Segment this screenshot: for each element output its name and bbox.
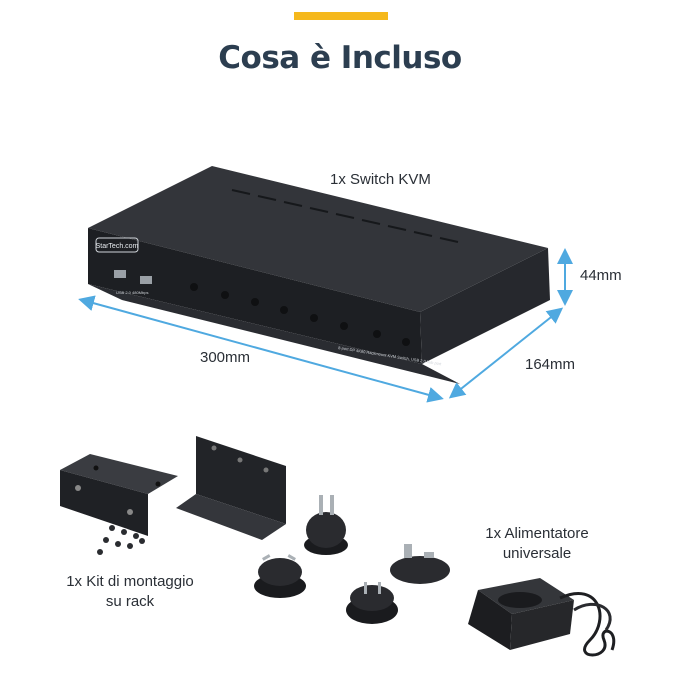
width-dimension-arrow [78, 295, 444, 403]
usb-port-label: USB 2.0 480Mbps [116, 290, 148, 295]
us-plug-adapter-image [346, 582, 398, 624]
eu-plug-adapter-image [304, 495, 348, 555]
usb-port-2[interactable] [140, 276, 152, 284]
au-plug-adapter-image [254, 554, 306, 598]
rack-bracket-left-image [60, 454, 178, 536]
port-button-7[interactable] [373, 330, 381, 338]
depth-dimension-arrow [448, 307, 564, 399]
page-title: Cosa è Incluso [218, 40, 462, 76]
port-button-8[interactable] [402, 338, 410, 346]
port-button-4[interactable] [280, 306, 288, 314]
port-button-5[interactable] [310, 314, 318, 322]
rack-bracket-right-image [176, 436, 286, 540]
usb-port-1[interactable] [114, 270, 126, 278]
port-button-2[interactable] [221, 291, 229, 299]
rack-kit-label-line1: 1x Kit di montaggio [66, 573, 194, 590]
width-dimension-label: 300mm [200, 349, 251, 366]
uk-plug-adapter-image [390, 544, 450, 584]
brand-logo-badge [95, 237, 139, 253]
rack-kit-label: 1x Kit di montaggio su rack [50, 572, 210, 612]
depth-dimension-label: 164mm [525, 356, 576, 373]
kvm-switch-label: 1x Switch KVM [330, 171, 431, 188]
power-supply-image [468, 578, 616, 657]
power-supply-label-line2: universale [502, 545, 572, 562]
accent-bar [294, 12, 388, 20]
port-button-3[interactable] [251, 298, 259, 306]
brand-logo: StarTech.com [96, 243, 139, 250]
rack-screws-image [97, 525, 145, 555]
top-vent-slots [231, 189, 459, 243]
port-button-6[interactable] [340, 322, 348, 330]
power-supply-label: 1x Alimentatore universale [462, 524, 612, 564]
height-dimension-label: 44mm [580, 267, 622, 284]
rack-kit-label-line2: su rack [105, 593, 155, 610]
port-button-1[interactable] [190, 283, 198, 291]
kvm-switch-image: StarTech.com USB 2.0 480Mbps 8-port DP 4… [88, 166, 550, 384]
power-supply-label-line1: 1x Alimentatore [485, 525, 589, 542]
